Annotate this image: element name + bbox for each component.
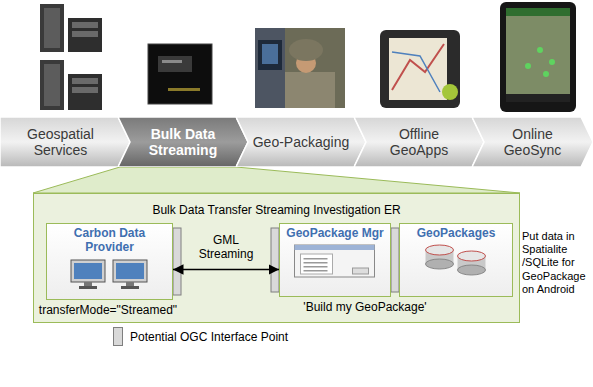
app-window	[295, 245, 375, 277]
interface-point	[271, 228, 279, 292]
component-box: GeoPackages	[399, 223, 513, 297]
component-title: Carbon Data Provider	[50, 227, 169, 255]
interface-point	[173, 228, 181, 295]
server-tower	[40, 60, 64, 110]
legend-row: Potential OGC Interface Point	[113, 327, 288, 346]
process-chevron: Offline GeoApps	[354, 117, 484, 167]
app-button	[353, 268, 369, 274]
monitor-base	[79, 286, 97, 289]
soldier-body	[285, 72, 335, 108]
component-box: GeoPackage Mgr	[279, 223, 391, 297]
server-box	[68, 74, 102, 110]
android-logo	[442, 84, 458, 100]
disk-bottom	[458, 265, 486, 275]
tablet-body	[380, 30, 460, 108]
map-route	[392, 44, 444, 90]
monitor-frame	[113, 260, 147, 282]
photo-ground	[255, 28, 345, 108]
component-box: Carbon Data Provider	[46, 223, 173, 300]
process-chevron: Geo-Packaging	[236, 117, 366, 167]
map-marker	[543, 71, 549, 77]
app-list	[301, 254, 333, 274]
tablet-screen	[389, 38, 447, 100]
process-chevron: Bulk Data Streaming	[118, 117, 248, 167]
component-icon	[403, 244, 508, 278]
disk-bottom	[426, 259, 454, 269]
note-text: 'Build my GeoPackage'	[303, 300, 426, 314]
server-tower	[40, 4, 64, 52]
monitor-screen	[74, 263, 102, 279]
map-road	[392, 52, 440, 92]
monitor-frame	[71, 260, 105, 282]
map-marker	[525, 63, 531, 69]
phone-body	[500, 2, 576, 112]
soldier-helmet	[289, 39, 323, 61]
group-title: Bulk Data Transfer Streaming Investigati…	[34, 204, 519, 218]
app-list-line	[304, 270, 328, 272]
disk-top	[458, 251, 486, 261]
component-icon	[283, 244, 386, 278]
investigation-ground	[33, 193, 520, 323]
phone-screen	[506, 8, 570, 102]
server-panel	[44, 8, 60, 48]
zoom-funnel	[33, 167, 520, 193]
monitor-base	[121, 286, 139, 289]
component-title: GeoPackage Mgr	[283, 227, 387, 241]
monitor-stand	[84, 282, 92, 286]
app-list-line	[304, 258, 328, 260]
screen-line	[168, 88, 200, 91]
step-label: Geo-Packaging	[251, 134, 351, 150]
map-marker	[549, 59, 555, 65]
chevron-outline	[354, 117, 484, 167]
app-title-bar	[295, 245, 375, 250]
step-label: Geospatial Services	[6, 126, 115, 158]
photo-backdrop	[255, 28, 285, 108]
server-drive	[72, 78, 98, 84]
server-drive	[72, 31, 98, 37]
step-label: Online GeoSync	[487, 126, 578, 158]
screen-shot	[148, 44, 212, 104]
monitor-stand	[126, 282, 134, 286]
dialog-window	[158, 56, 192, 72]
process-chevron: Online GeoSync	[472, 117, 593, 167]
note-text: Put data in Spatialite /SQLite for GeoPa…	[522, 230, 588, 296]
phone-button-bar	[506, 94, 570, 102]
server-drive	[72, 22, 98, 28]
edge-label: GML Streaming	[195, 234, 257, 262]
stream-connector	[173, 269, 279, 271]
app-list-line	[304, 262, 328, 264]
step-label: Bulk Data Streaming	[133, 126, 233, 158]
component-title: GeoPackages	[403, 227, 509, 241]
interface-point	[391, 228, 399, 292]
photo-screen-map	[262, 44, 278, 64]
component-icon	[50, 258, 168, 292]
legend-text: Potential OGC Interface Point	[130, 330, 288, 344]
server-box	[68, 18, 102, 52]
step-label: Offline GeoApps	[369, 126, 469, 158]
chevron-outline	[236, 117, 366, 167]
dialog-line	[162, 60, 182, 63]
phone-title-bar	[506, 8, 570, 16]
photo-screen	[258, 40, 282, 70]
chevron-outline	[0, 117, 130, 167]
process-chevron: Geospatial Services	[0, 117, 130, 167]
server-panel	[44, 64, 60, 106]
monitor-screen	[116, 263, 144, 279]
note-text: transferMode="Streamed"	[39, 303, 177, 317]
legend-swatch	[113, 327, 123, 346]
map-marker	[537, 47, 543, 53]
chevron-outline	[472, 117, 593, 167]
app-list-line	[304, 266, 328, 268]
chevron-outline	[118, 117, 248, 167]
server-drive	[72, 87, 98, 93]
disk-top	[426, 245, 454, 255]
